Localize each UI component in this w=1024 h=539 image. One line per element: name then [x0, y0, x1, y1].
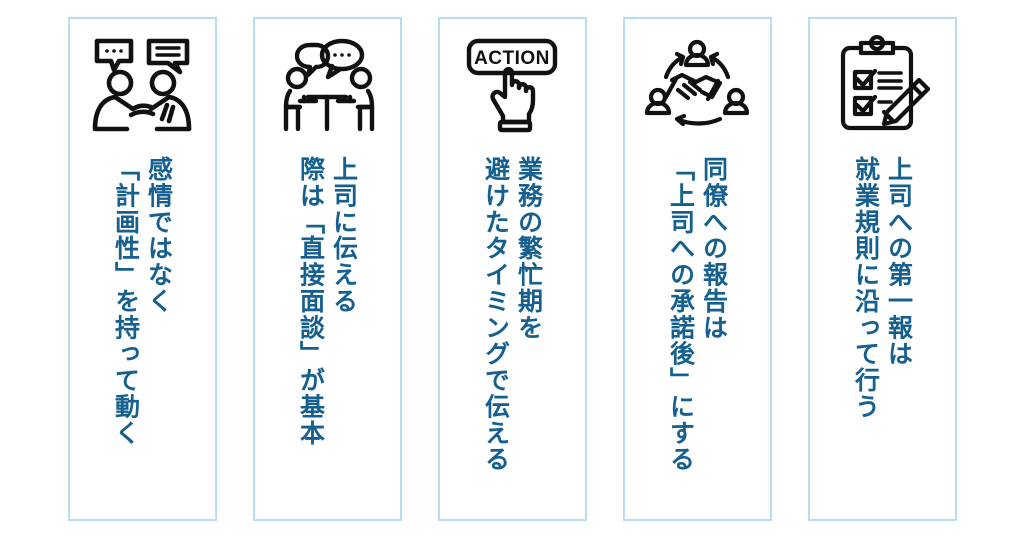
card-3-line-2: 避けたタイミングで伝える — [481, 156, 510, 473]
card-5-text: 上司への第一報は 就業規則に沿って行う — [822, 156, 942, 519]
two-people-handshake-speech-bubbles-icon — [87, 32, 197, 138]
card-4: 同僚への報告は 「上司への承諾後」にする — [622, 17, 772, 521]
card-2: 上司に伝える 際は「直接面談」が基本 — [252, 17, 402, 521]
card-4-text: 同僚への報告は 「上司への承諾後」にする — [637, 156, 757, 519]
card-2-text: 上司に伝える 際は「直接面談」が基本 — [267, 156, 387, 519]
action-button-pointing-hand-icon: ACTION — [457, 32, 567, 138]
svg-text:ACTION: ACTION — [474, 48, 550, 69]
card-2-line-1: 上司に伝える — [329, 156, 358, 315]
clipboard-checklist-pencil-icon — [827, 32, 937, 138]
handshake-three-people-circular-arrows-icon — [642, 32, 752, 138]
card-4-line-1: 同僚への報告は — [699, 156, 728, 341]
card-3: ACTION 業務の繁忙期を 避けたタイミングで伝える — [437, 17, 587, 521]
card-5-line-1: 上司への第一報は — [884, 156, 913, 367]
card-3-text: 業務の繁忙期を 避けたタイミングで伝える — [452, 156, 572, 519]
card-2-line-2: 際は「直接面談」が基本 — [296, 156, 325, 447]
card-4-line-2: 「上司への承諾後」にする — [666, 156, 695, 473]
card-3-line-1: 業務の繁忙期を — [514, 156, 543, 341]
card-1-line-2: 「計画性」を持って動く — [111, 156, 140, 447]
card-5-line-2: 就業規則に沿って行う — [851, 156, 880, 420]
card-1: 感情ではなく 「計画性」を持って動く — [67, 17, 217, 521]
two-people-meeting-table-speech-bubbles-icon — [272, 32, 382, 138]
card-5: 上司への第一報は 就業規則に沿って行う — [807, 17, 957, 521]
card-1-text: 感情ではなく 「計画性」を持って動く — [82, 156, 202, 519]
card-1-line-1: 感情ではなく — [144, 156, 173, 315]
